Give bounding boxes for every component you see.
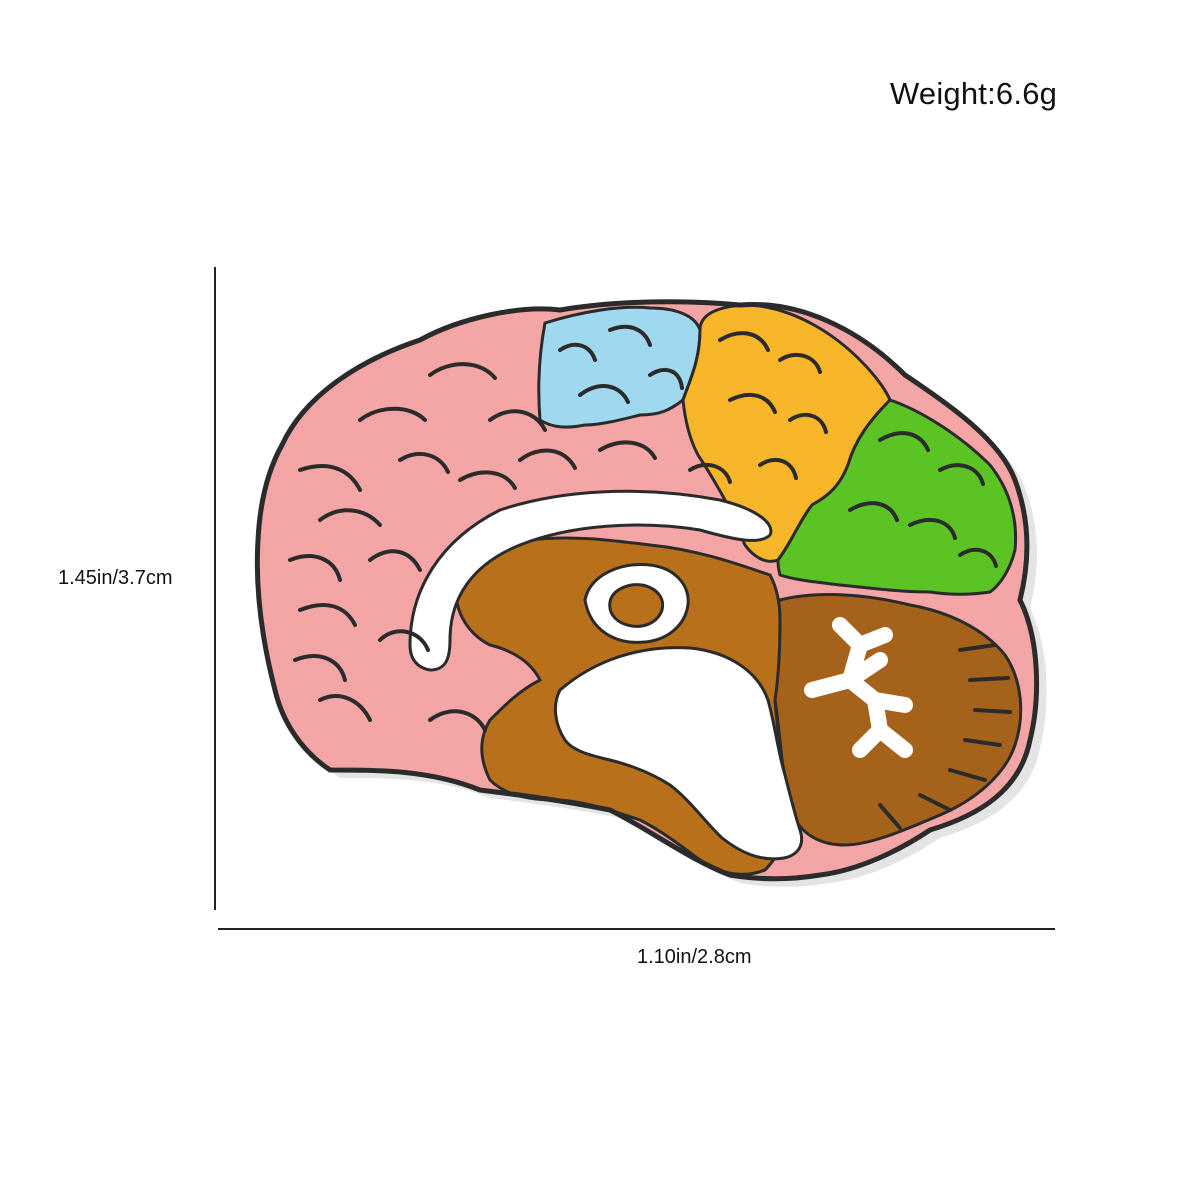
visual-cortex	[776, 398, 1018, 596]
height-label: 1.45in/3.7cm	[58, 567, 173, 589]
width-dimension-line	[218, 928, 1055, 930]
pons-medulla	[553, 646, 804, 861]
pin-rim	[254, 299, 1040, 882]
width-label: 1.10in/2.8cm	[637, 946, 752, 968]
weight-label: Weight:6.6g	[890, 76, 1058, 111]
arbor-vitae	[804, 617, 913, 758]
thalamus-core	[608, 583, 665, 628]
height-dimension-line	[214, 267, 216, 910]
frontal-gyri	[288, 362, 732, 732]
visual-gyri	[848, 431, 998, 568]
cerebellum-folia	[878, 643, 1012, 830]
corpus-callosum	[408, 489, 773, 672]
occipital-gyri	[718, 331, 828, 480]
parietal-gyri	[558, 324, 684, 404]
